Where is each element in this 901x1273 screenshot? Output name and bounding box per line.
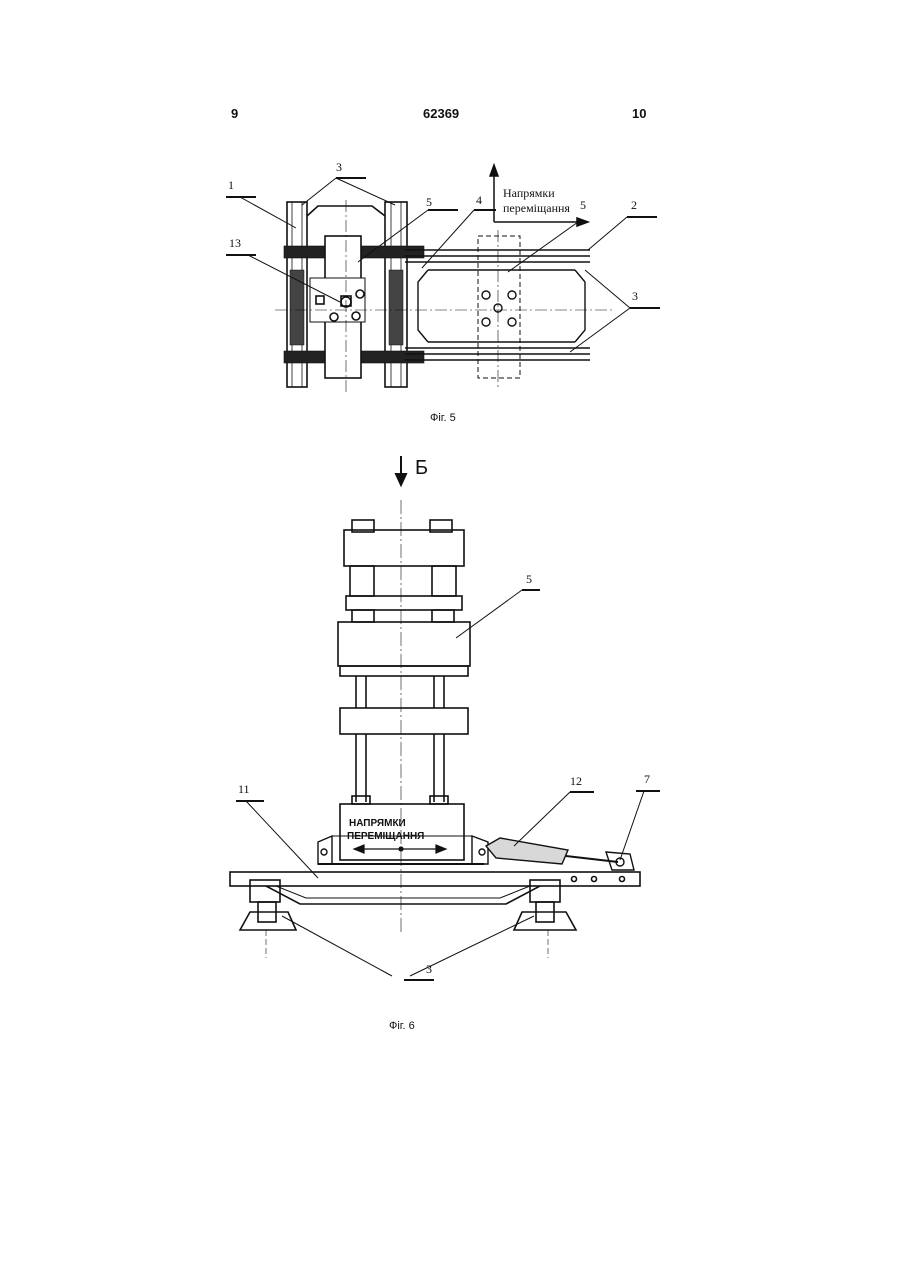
plate-direction-arrow-icon xyxy=(354,845,446,853)
plate-label-line2: ПЕРЕМІЩАННЯ xyxy=(347,831,424,842)
figure-6-caption: Фіг. 6 xyxy=(389,1020,415,1032)
base-beam xyxy=(230,872,640,904)
callout-3: 3 xyxy=(426,962,432,976)
callout-12: 12 xyxy=(570,774,582,788)
plate-label-line1: НАПРЯМКИ xyxy=(349,818,406,829)
fig6-leaders xyxy=(236,590,660,980)
view-label-b: Б xyxy=(415,457,428,479)
view-arrow-icon xyxy=(396,456,406,485)
callout-5: 5 xyxy=(526,572,532,586)
callout-11: 11 xyxy=(238,782,250,796)
hydraulic-cylinder xyxy=(486,838,634,870)
callout-7: 7 xyxy=(644,772,650,786)
